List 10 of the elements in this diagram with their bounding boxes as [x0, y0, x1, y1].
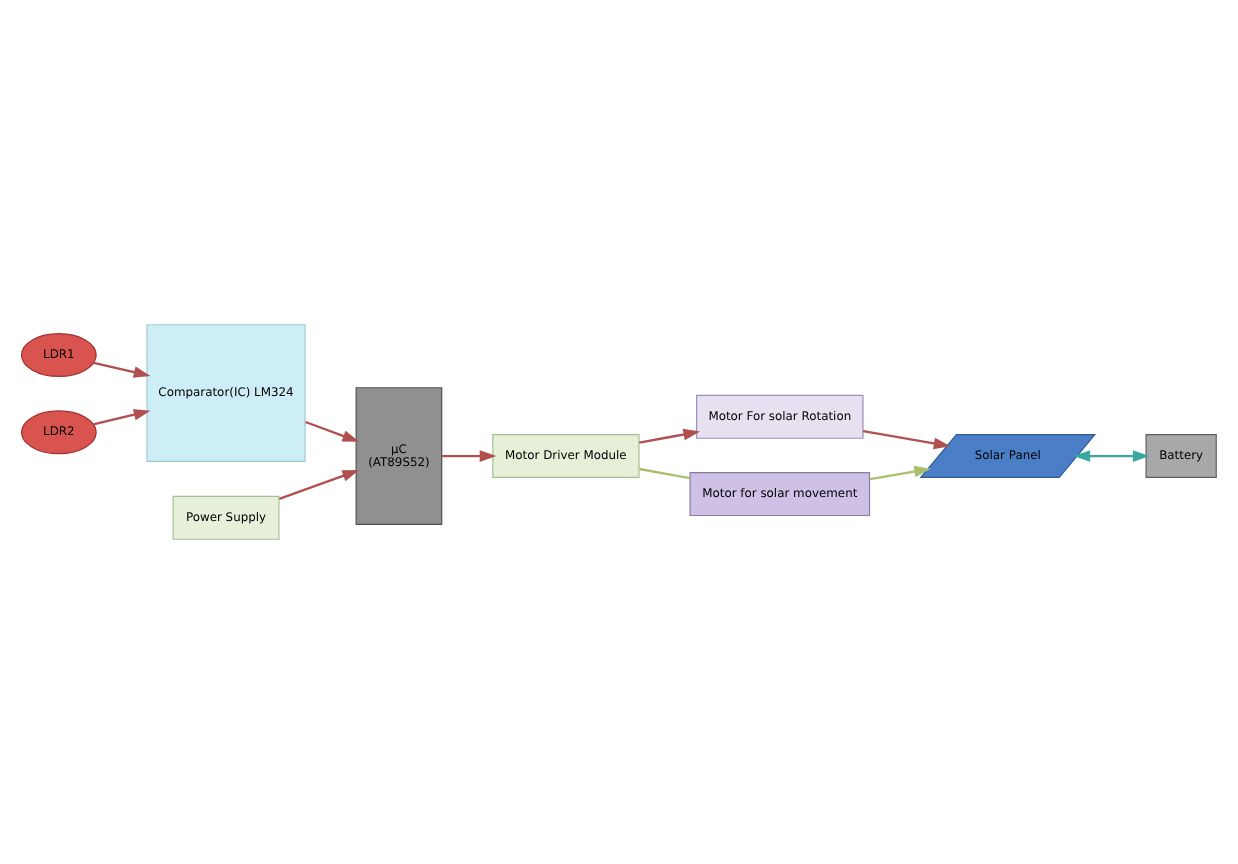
arrow — [278, 470, 360, 501]
arrow — [639, 428, 701, 444]
arrow — [869, 465, 931, 481]
arrow — [1073, 450, 1150, 462]
arrow — [862, 429, 951, 450]
arrow — [93, 408, 151, 426]
connector — [639, 467, 691, 480]
arrow — [93, 361, 151, 378]
arrow — [305, 420, 360, 442]
arrow — [442, 450, 497, 462]
